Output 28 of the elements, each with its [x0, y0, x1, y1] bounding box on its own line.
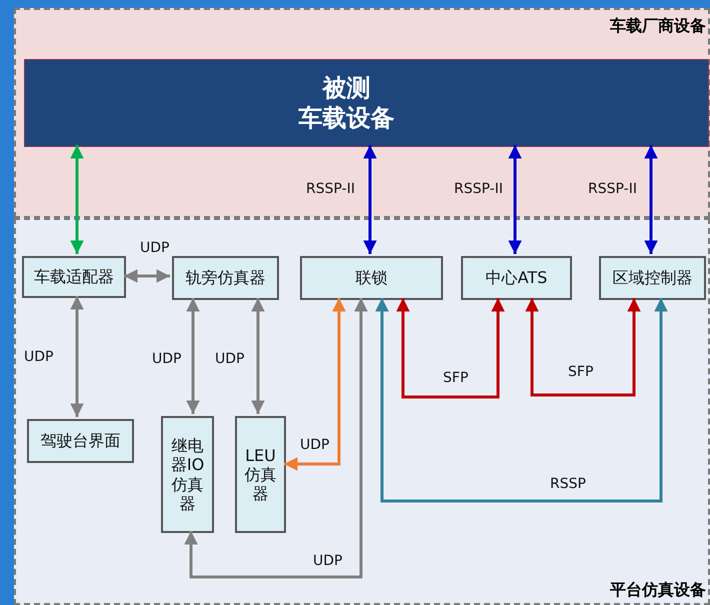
arrow: [70, 296, 84, 417]
arrow: [284, 298, 346, 471]
zone-panel: [14, 8, 710, 218]
zone-panel: [14, 218, 710, 605]
process-box: 驾驶台界面: [27, 419, 134, 463]
device-title: 车载设备: [298, 103, 394, 133]
arrow: [525, 298, 641, 396]
arrow: [363, 145, 377, 254]
arrow: [184, 298, 368, 578]
process-box: 轨旁仿真器: [172, 256, 279, 300]
arrow: [186, 298, 200, 414]
arrow: [70, 145, 84, 254]
arrow: [251, 298, 265, 414]
process-box: 区域控制器: [599, 256, 706, 300]
process-box: LEU仿真器: [235, 416, 286, 533]
arrow: [396, 298, 505, 398]
zone-title: 车载厂商设备: [610, 16, 706, 37]
process-box: 中心ATS: [461, 256, 572, 300]
process-box: 继电器IO仿真器: [161, 416, 214, 533]
process-box: 联锁: [300, 256, 443, 300]
process-box: 车载适配器: [22, 256, 126, 298]
device-box: [24, 59, 709, 147]
arrow: [644, 145, 658, 254]
arrow: [375, 298, 668, 502]
arrow: [124, 269, 170, 283]
device-title: 被测: [322, 73, 370, 103]
arrow: [508, 145, 522, 254]
zone-title: 平台仿真设备: [610, 580, 706, 601]
